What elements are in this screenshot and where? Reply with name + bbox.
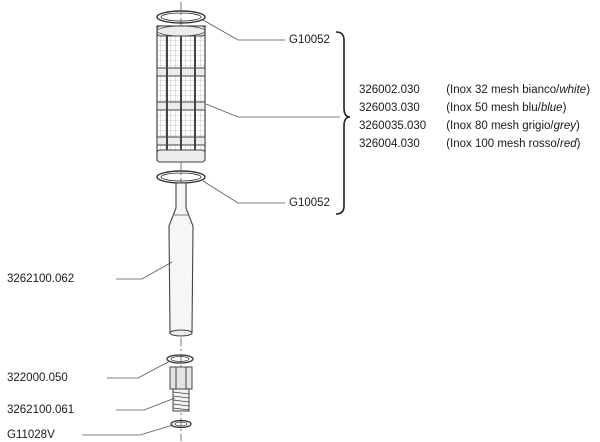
- label-nut: 322000.050: [7, 372, 68, 384]
- group-brace: [335, 31, 351, 215]
- central-tube: [168, 182, 194, 337]
- mesh-option-desc: (Inox 32 mesh bianco/: [446, 84, 560, 96]
- label-seal: G11028V: [7, 429, 55, 441]
- leader-nut: [107, 360, 171, 379]
- leader-top-o-ring: [202, 19, 285, 41]
- nut-ring: [166, 354, 194, 364]
- leader-seal: [82, 424, 174, 436]
- mesh-option-close: ): [575, 120, 580, 132]
- mesh-option-english: blue: [540, 102, 563, 114]
- mesh-options-list: 326002.030 (Inox 32 mesh bianco/white) 3…: [359, 83, 590, 151]
- mesh-option-row: 326003.030 (Inox 50 mesh blu/blue): [359, 101, 590, 115]
- mesh-option-close: ): [562, 102, 567, 114]
- leader-tube: [116, 261, 173, 280]
- bottom-o-ring: [156, 170, 206, 184]
- label-tube: 3262100.062: [7, 273, 75, 285]
- mesh-option-desc: (Inox 100 mesh rosso/: [446, 138, 560, 150]
- mesh-option-close: ): [586, 84, 591, 96]
- mesh-option-code: 326003.030: [359, 102, 420, 114]
- leader-cartridge: [205, 103, 340, 118]
- top-o-ring: [156, 10, 206, 24]
- filter-cartridge: [156, 25, 206, 163]
- mesh-option-close: ): [576, 138, 581, 150]
- mesh-option-desc: (Inox 50 mesh blu/: [446, 102, 541, 114]
- bottom-seal: [170, 419, 192, 429]
- label-fitting: 3262100.061: [7, 404, 75, 416]
- mesh-option-code: 326002.030: [359, 84, 420, 96]
- threaded-fitting: [169, 366, 193, 412]
- leader-fitting: [116, 397, 176, 411]
- mesh-option-row: 326002.030 (Inox 32 mesh bianco/white): [359, 83, 590, 97]
- label-bottom-o-ring: G10052: [289, 197, 330, 209]
- leader-lines: [82, 19, 340, 436]
- mesh-option-row: 3260035.030 (Inox 80 mesh grigio/grey): [359, 119, 590, 133]
- mesh-option-desc: (Inox 80 mesh grigio/: [446, 120, 554, 132]
- leader-bottom-o-ring: [202, 180, 285, 204]
- label-top-o-ring: G10052: [289, 34, 330, 46]
- mesh-option-code: 3260035.030: [359, 120, 427, 132]
- mesh-option-english: grey: [553, 120, 576, 132]
- mesh-option-code: 326004.030: [359, 138, 420, 150]
- mesh-option-row: 326004.030 (Inox 100 mesh rosso/red): [359, 137, 590, 151]
- mesh-option-english: white: [559, 84, 587, 96]
- mesh-option-english: red: [559, 138, 577, 150]
